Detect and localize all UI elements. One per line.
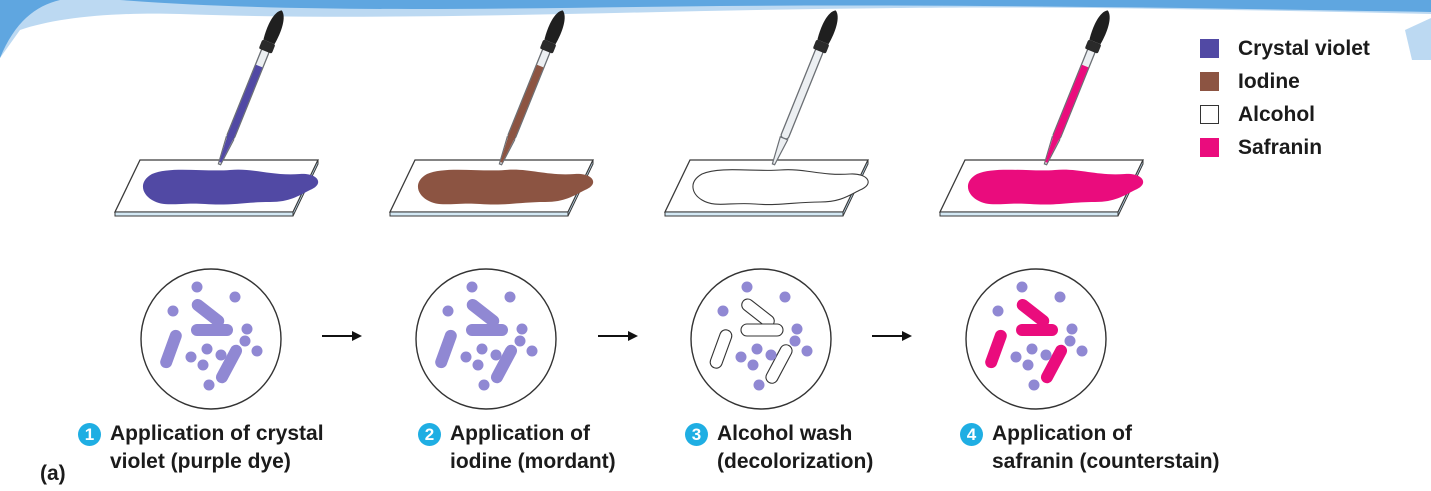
step-line: iodine (mordant) [450, 450, 616, 473]
step-number-badge: 1 [78, 423, 101, 446]
step-line: Application of crystal [110, 422, 324, 445]
step-4-caption: 4 Application of safranin (counterstain) [960, 420, 1220, 476]
crystal-violet-swatch [1200, 39, 1219, 58]
step-text: Application of iodine (mordant) [450, 420, 616, 476]
step-number-badge: 4 [960, 423, 983, 446]
step-number-badge: 2 [418, 423, 441, 446]
arrow-1-to-2 [322, 331, 362, 341]
stage-1-microscope-field [140, 268, 282, 410]
legend: Crystal violet Iodine Alcohol Safranin [1200, 32, 1370, 164]
step-number-badge: 3 [685, 423, 708, 446]
stage-1-slide [114, 159, 319, 217]
step-line: safranin (counterstain) [992, 450, 1220, 473]
step-line: (decolorization) [717, 450, 874, 473]
stage-3-dropper [766, 7, 843, 168]
stage-4-slide [939, 159, 1144, 217]
stage-1-dropper [212, 7, 289, 168]
legend-label: Iodine [1238, 69, 1300, 93]
alcohol-swatch [1200, 105, 1219, 124]
legend-item-alcohol: Alcohol [1200, 98, 1370, 131]
header-banner [0, 0, 1431, 60]
step-1-caption: 1 Application of crystal violet (purple … [78, 420, 324, 476]
stage-4-dropper [1038, 7, 1115, 168]
step-3-caption: 3 Alcohol wash (decolorization) [685, 420, 873, 476]
arrow-3-to-4 [872, 331, 912, 341]
legend-label: Alcohol [1238, 102, 1315, 126]
legend-item-iodine: Iodine [1200, 65, 1370, 98]
step-text: Application of safranin (counterstain) [992, 420, 1220, 476]
stage-3-slide [664, 159, 869, 217]
safranin-swatch [1200, 138, 1219, 157]
stage-2-dropper [493, 7, 570, 168]
step-2-caption: 2 Application of iodine (mordant) [418, 420, 616, 476]
stage-3-microscope-field [690, 268, 832, 410]
legend-item-crystal-violet: Crystal violet [1200, 32, 1370, 65]
legend-item-safranin: Safranin [1200, 131, 1370, 164]
stage-2-microscope-field [415, 268, 557, 410]
stage-2-slide [389, 159, 594, 217]
legend-label: Crystal violet [1238, 36, 1370, 60]
step-text: Application of crystal violet (purple dy… [110, 420, 324, 476]
legend-label: Safranin [1238, 135, 1323, 159]
step-line: Alcohol wash [717, 422, 853, 445]
step-line: Application of [450, 422, 590, 445]
stage-4-microscope-field [965, 268, 1107, 410]
step-line: Application of [992, 422, 1132, 445]
arrow-2-to-3 [598, 331, 638, 341]
step-text: Alcohol wash (decolorization) [717, 420, 873, 476]
step-line: violet (purple dye) [110, 450, 291, 473]
panel-label: (a) [40, 462, 66, 485]
iodine-swatch [1200, 72, 1219, 91]
